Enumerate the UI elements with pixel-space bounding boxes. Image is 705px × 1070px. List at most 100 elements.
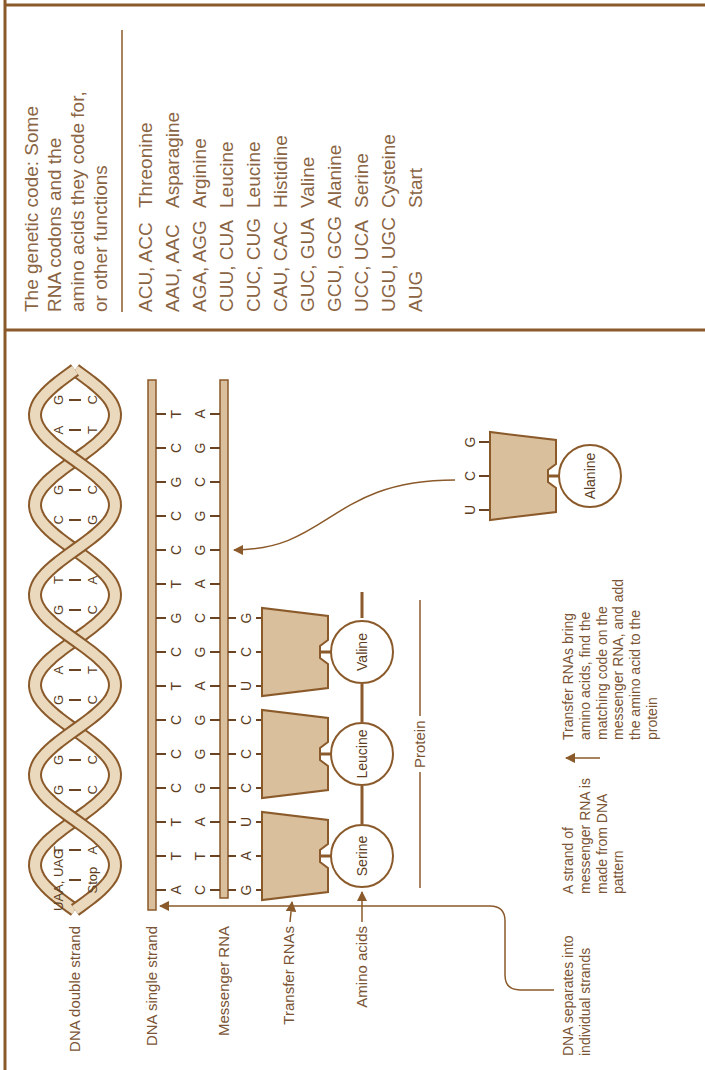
base-letter: T (85, 666, 100, 674)
codon-cell: GCU, GCG (323, 212, 346, 312)
leader-arrow (361, 892, 363, 922)
base-letter: G (192, 511, 208, 522)
base-letter: C (168, 749, 184, 759)
trna-shape (490, 432, 556, 520)
base-letter: A (192, 409, 208, 418)
base-letter: A (85, 576, 100, 585)
amino-acid-cell: Leucine (242, 28, 265, 208)
amino-acid-name: Serine (354, 836, 371, 876)
codon-cell: UGU, UGC (377, 212, 400, 312)
strand-label: DNA single strand (143, 926, 161, 1056)
caption: Transfer RNAs bring amino acids, find th… (560, 575, 661, 740)
base-letter: C (51, 515, 66, 524)
codon-cell: AAU, AAC (161, 212, 184, 312)
base-letter: C (168, 511, 184, 521)
base-letter: G (192, 545, 208, 556)
peptide-bond (361, 592, 364, 618)
amino-acid-name: Leucine (354, 729, 371, 778)
base-letter: C (238, 749, 254, 759)
base-letter: C (192, 477, 208, 487)
caption: A strand of messenger RNA is made from D… (560, 769, 627, 894)
amino-acid-name: Valine (354, 633, 371, 671)
base-letter: U (462, 505, 478, 515)
base-letter: C (168, 545, 184, 555)
base-letter: G (462, 437, 478, 448)
pointer-arrow (234, 480, 455, 550)
base-letter: C (85, 395, 100, 404)
base-letter: C (238, 783, 254, 793)
dna-ribbon (35, 370, 115, 910)
amino-acid-cell: Start (404, 28, 427, 208)
amino-acid-cell: Threonine (134, 28, 157, 208)
leader-arrow (290, 902, 292, 922)
base-letter: G (85, 515, 100, 525)
base-letter: C (85, 605, 100, 614)
base-letter: A (168, 885, 184, 894)
caption: DNA separates into individual strands (560, 926, 594, 1056)
base-letter: G (192, 443, 208, 454)
trna-shape (262, 710, 328, 798)
amino-acid-cell: Cysteine (377, 28, 400, 208)
base-letter: G (51, 755, 66, 765)
amino-acid-cell: Asparagine (161, 28, 184, 208)
base-letter: Stop (85, 867, 100, 894)
dna-ribbon (35, 370, 115, 910)
amino-acid-cell: Alanine (323, 28, 346, 208)
base-letter: C (85, 785, 100, 794)
amino-acid-name: Alanine (582, 453, 599, 500)
amino-acid-circle: Leucine (330, 722, 394, 786)
codon-cell: CUC, CUG (242, 212, 265, 312)
codon-cell: AUG (404, 212, 427, 312)
codon-cell: ACU, ACC (134, 212, 157, 312)
base-letter: G (192, 715, 208, 726)
codon-cell: CUU, CUA (215, 212, 238, 312)
base-letter: C (168, 783, 184, 793)
strand-label: Messenger RNA (215, 926, 233, 1056)
codon-cell: CAU, CAC (269, 212, 292, 312)
base-letter: T (51, 846, 66, 854)
trna-shape (262, 608, 328, 696)
dna-single-strand-bar (148, 380, 156, 910)
base-letter: UAA, UAG (51, 849, 66, 911)
trna-shape (262, 812, 328, 900)
base-letter: T (168, 410, 184, 419)
base-letter: C (238, 647, 254, 657)
base-letter: G (192, 647, 208, 658)
frame-line (4, 0, 7, 1070)
base-letter: C (168, 443, 184, 453)
base-letter: G (51, 605, 66, 615)
base-letter: T (168, 682, 184, 691)
base-letter: A (51, 426, 66, 435)
panel-divider (5, 329, 705, 332)
base-letter: C (168, 715, 184, 725)
codon-cell: GUC, GUA (296, 212, 319, 312)
pointer-label: Amino acids (353, 926, 371, 1056)
base-letter: T (168, 580, 184, 589)
direction-arrow (566, 757, 600, 759)
base-letter: G (168, 613, 184, 624)
frame-line (5, 4, 705, 7)
base-letter: C (238, 715, 254, 725)
base-letter: G (51, 785, 66, 795)
dna-ribbon (35, 370, 115, 910)
protein-label: Protein (411, 716, 429, 772)
base-letter: T (168, 852, 184, 861)
strand-label: DNA double strand (66, 926, 84, 1056)
peptide-bond (361, 684, 364, 722)
base-letter: C (192, 885, 208, 895)
amino-acid-cell: Histidine (269, 28, 292, 208)
base-letter: G (192, 783, 208, 794)
base-letter: C (85, 695, 100, 704)
base-letter: U (238, 681, 254, 691)
base-letter: T (85, 426, 100, 434)
dna-ribbon (35, 370, 115, 910)
base-letter: A (51, 666, 66, 675)
base-letter: G (168, 477, 184, 488)
amino-acid-cell: Valine (296, 28, 319, 208)
peptide-bond (361, 786, 364, 824)
base-letter: G (192, 749, 208, 760)
base-letter: G (51, 395, 66, 405)
base-letter: A (85, 846, 100, 855)
table-rule (121, 30, 123, 312)
base-letter: C (462, 471, 478, 481)
